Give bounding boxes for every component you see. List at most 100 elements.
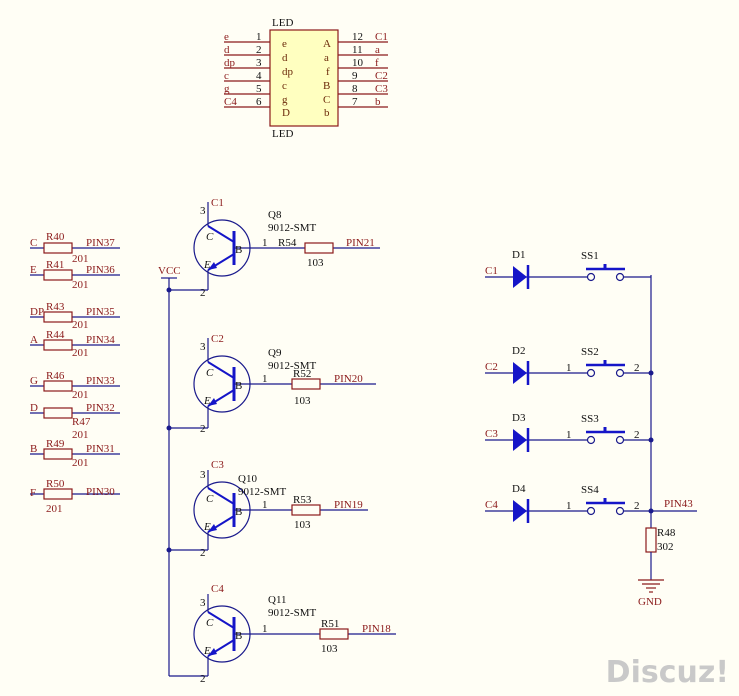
pin-label: PIN34 [86, 334, 115, 346]
led-net-a: a [375, 44, 380, 56]
led-inner-label: D [282, 107, 290, 119]
base-letter: B [235, 506, 242, 518]
led-net-c: c [224, 70, 229, 82]
resistor-ref: R40 [46, 231, 65, 243]
resistor-body [43, 448, 73, 460]
resistor-value: 201 [72, 429, 89, 441]
pin-label: PIN21 [346, 237, 375, 249]
resistor-ref: R54 [278, 237, 297, 249]
pin-label: PIN36 [86, 264, 115, 276]
segment-net-label: E [30, 264, 37, 276]
pulldown-ref: R48 [657, 527, 676, 539]
led-pin-num: 12 [352, 31, 363, 43]
led-net-d: d [224, 44, 230, 56]
resistor-body [291, 504, 321, 516]
segment-net-label: DP [30, 306, 44, 318]
led-net-g: g [224, 83, 230, 95]
diode-ref: D2 [512, 345, 525, 357]
resistor-value: 201 [72, 319, 89, 331]
resistor-body [43, 488, 73, 500]
pin-label: PIN18 [362, 623, 391, 635]
pin-label: PIN30 [86, 486, 115, 498]
led-inner-label: a [324, 52, 329, 64]
switch-pin-number: 2 [634, 500, 640, 512]
transistor-ref: Q10 [238, 473, 257, 485]
led-inner-label: dp [282, 66, 294, 78]
collector-net: C4 [211, 583, 224, 595]
resistor-value: 201 [46, 503, 63, 515]
pin-number: 3 [200, 341, 206, 353]
key-row: C2 D2 SS2 1 2 [485, 345, 651, 385]
resistor-body [291, 378, 321, 390]
led-pin-num: 9 [352, 70, 358, 82]
collector-net: C2 [211, 333, 224, 345]
switch-ref: SS4 [581, 484, 599, 496]
transistor-ref: Q11 [268, 594, 287, 606]
emitter-letter: E [203, 521, 211, 533]
collector-net: C1 [211, 197, 224, 209]
pin-number: 2 [200, 673, 206, 685]
resistor-value: 201 [72, 253, 89, 265]
pin-label: PIN35 [86, 306, 115, 318]
resistor-value: 201 [72, 389, 89, 401]
diode-symbol [513, 362, 527, 384]
led-inner-label: d [282, 52, 288, 64]
diode-symbol [513, 266, 527, 288]
segment-resistor-row: D R47 201 PIN32 [30, 402, 120, 441]
segment-net-label: D [30, 402, 38, 414]
led-pin-num: 3 [256, 57, 262, 69]
led-net-f: f [375, 57, 379, 69]
emitter-letter: E [203, 395, 211, 407]
ground-symbol [638, 579, 664, 593]
pin-number: 3 [200, 469, 206, 481]
pin-label: PIN32 [86, 402, 115, 414]
led-pin-num: 5 [256, 83, 262, 95]
transistor-q8: 3 2 1 C E B C1 Q8 9012-SMT R54 103 PIN21 [169, 197, 380, 299]
segment-net-label: F [30, 487, 36, 499]
collector-letter: C [206, 617, 214, 629]
led-net-c2: C2 [375, 70, 388, 82]
led-pin-num: 1 [256, 31, 262, 43]
resistor-body [43, 242, 73, 254]
led-pin-num: 7 [352, 96, 358, 108]
segment-resistor-row: G R46 201 PIN33 [30, 370, 120, 401]
resistor-ref: R53 [293, 494, 312, 506]
switch-pin-number: 1 [566, 362, 572, 374]
collector-letter: C [206, 367, 214, 379]
key-row: C1 D1 SS1 [485, 249, 651, 289]
collector-letter: C [206, 231, 214, 243]
pin-label: PIN19 [334, 499, 363, 511]
pin-number: 2 [200, 423, 206, 435]
switch-pin-number: 1 [566, 500, 572, 512]
transistor-q11: 3 2 1 C E B C4 Q11 9012-SMT R51 103 PIN1… [169, 583, 396, 685]
segment-resistor-row: B R49 201 PIN31 [30, 438, 120, 469]
segment-net-label: C [30, 237, 37, 249]
segment-resistors: C R40 201 PIN37 E R41 201 PIN36 DP R43 2… [30, 231, 120, 515]
switch-ref: SS3 [581, 413, 599, 425]
segment-net-label: A [30, 334, 38, 346]
diode-ref: D4 [512, 483, 526, 495]
pulldown-value: 302 [657, 541, 674, 553]
segment-net-label: B [30, 443, 37, 455]
resistor-ref: R47 [72, 416, 91, 428]
transistor-model: 9012-SMT [268, 607, 317, 619]
key-net-label: C3 [485, 428, 498, 440]
led-inner-label: b [324, 107, 330, 119]
resistor-value: 201 [72, 279, 89, 291]
switch-pin-number: 1 [566, 429, 572, 441]
switch-ref: SS1 [581, 250, 599, 262]
resistor-body [43, 311, 73, 323]
resistor-body [304, 242, 334, 254]
led-pin-num: 6 [256, 96, 262, 108]
resistor-value: 201 [72, 347, 89, 359]
pin-label: PIN20 [334, 373, 363, 385]
diode-symbol [513, 500, 527, 522]
collector-net: C3 [211, 459, 224, 471]
resistor-body [43, 407, 73, 419]
resistor-ref: R43 [46, 301, 65, 313]
resistor-ref: R44 [46, 329, 65, 341]
led-pin-num: 4 [256, 70, 262, 82]
pin-number: 1 [262, 499, 268, 511]
switch-ref: SS2 [581, 346, 599, 358]
